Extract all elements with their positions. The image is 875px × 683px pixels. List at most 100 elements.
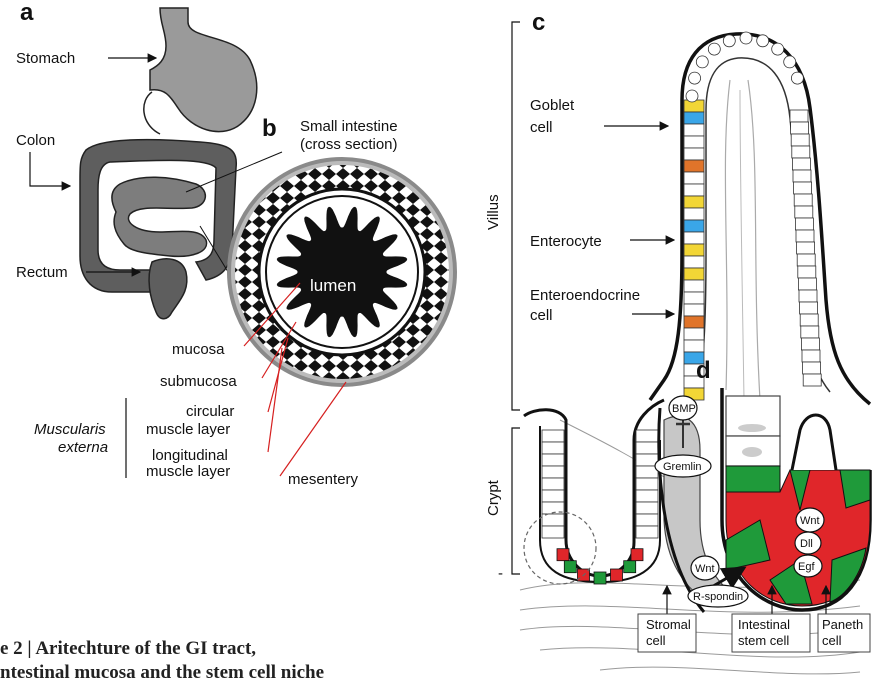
- stromal-label-2: cell: [646, 633, 666, 648]
- longitudinal-label-1: longitudinal: [152, 447, 228, 464]
- goblet-label-2: cell: [530, 119, 553, 136]
- stomach-label: Stomach: [16, 50, 75, 67]
- epithelial-cell: [684, 136, 704, 148]
- cross-section: [229, 159, 455, 385]
- enteroendocrine-label-1: Enteroendocrine: [530, 287, 640, 304]
- crypt-tick: -: [498, 565, 503, 582]
- epithelial-cell: [794, 194, 812, 206]
- bmp-label: BMP: [672, 403, 696, 415]
- crypt-cell: [636, 502, 658, 514]
- epithelial-cell: [796, 230, 814, 242]
- epithelial-cell: [802, 350, 820, 362]
- paneth-label-1: Paneth: [822, 617, 863, 632]
- epithelial-cell: [723, 35, 735, 47]
- epithelial-cell: [795, 206, 813, 218]
- epithelial-cell: [684, 292, 704, 304]
- rectum-shape: [149, 259, 187, 319]
- submucosa-label: submucosa: [160, 373, 237, 390]
- stromal-label-1: Stromal: [646, 617, 691, 632]
- isc-label-1: Intestinal: [738, 617, 790, 632]
- panel-b-letter: b: [262, 115, 277, 142]
- paneth-cell: [611, 569, 623, 581]
- circular-label-1: circular: [186, 403, 234, 420]
- epithelial-cell: [797, 254, 815, 266]
- wnt-right-label: Wnt: [800, 515, 820, 527]
- epithelial-cell: [684, 244, 704, 256]
- epithelial-cell: [684, 316, 704, 328]
- panel-d-letter: d: [696, 357, 711, 384]
- niche-zoom: [659, 388, 870, 612]
- molecule-wnt-left: Wnt: [691, 556, 719, 580]
- crypt-cell: [542, 490, 564, 502]
- epithelial-cell: [798, 278, 816, 290]
- externa-label: externa: [58, 439, 108, 456]
- mucosa-label: mucosa: [172, 341, 225, 358]
- epithelial-cell: [800, 314, 818, 326]
- epithelial-cell: [684, 124, 704, 136]
- stem-cell: [564, 561, 576, 573]
- epithelial-cell: [684, 220, 704, 232]
- wnt-left-label: Wnt: [695, 563, 715, 575]
- paneth-label-2: cell: [822, 633, 842, 648]
- panel-a-letter: a: [20, 0, 34, 26]
- crypt-cell: [636, 526, 658, 538]
- epithelial-cell: [795, 218, 813, 230]
- epithelial-cell: [684, 208, 704, 220]
- epithelial-cell: [684, 172, 704, 184]
- epithelial-cell: [784, 56, 796, 68]
- epithelial-cell: [794, 182, 812, 194]
- stem-cell: [624, 561, 636, 573]
- epithelial-cell: [757, 35, 769, 47]
- epithelial-cell: [798, 266, 816, 278]
- crypt: [524, 400, 664, 584]
- molecule-dll: Dll: [795, 532, 821, 554]
- epithelial-cell: [684, 232, 704, 244]
- crypt-cell: [636, 430, 658, 442]
- epithelial-cell: [684, 304, 704, 316]
- epithelial-cell: [689, 72, 701, 84]
- epithelial-cell: [793, 170, 811, 182]
- epithelial-cell: [684, 196, 704, 208]
- goblet-label-1: Goblet: [530, 97, 575, 114]
- epithelial-cell: [696, 56, 708, 68]
- epithelial-cell: [803, 362, 821, 374]
- colon-label: Colon: [16, 132, 55, 149]
- cross-section-subtitle: (cross section): [300, 136, 398, 153]
- villus-outline: [650, 34, 870, 404]
- enteroendocrine-label-2: cell: [530, 307, 553, 324]
- isc-label-2: stem cell: [738, 633, 789, 648]
- epithelial-cell: [684, 184, 704, 196]
- epithelial-cell: [790, 110, 808, 122]
- crypt-cell: [636, 490, 658, 502]
- small-intestine-title: Small intestine: [300, 118, 398, 135]
- epithelial-cell: [684, 148, 704, 160]
- epithelial-cell: [800, 302, 818, 314]
- crypt-cell: [542, 430, 564, 442]
- epithelial-cell: [799, 290, 817, 302]
- crypt-cell: [542, 526, 564, 538]
- crypt-cell: [542, 442, 564, 454]
- epithelial-cell: [801, 326, 819, 338]
- villus-cells: [684, 32, 821, 400]
- crypt-cell: [636, 478, 658, 490]
- caption-line-1: e 2 | Aritechture of the GI tract,: [0, 638, 256, 659]
- molecule-egf: Egf: [794, 555, 822, 577]
- epithelial-cell: [684, 256, 704, 268]
- epithelial-cell: [792, 158, 810, 170]
- paneth-cell: [557, 549, 569, 561]
- epithelial-cell: [803, 374, 821, 386]
- egf-label: Egf: [798, 561, 815, 573]
- epithelial-cell: [772, 43, 784, 55]
- stem-cell-box: Intestinal stem cell: [732, 614, 810, 652]
- epithelial-cell: [801, 338, 819, 350]
- crypt-cell: [542, 478, 564, 490]
- muscularis-label: Muscularis: [34, 421, 106, 438]
- enterocyte-label: Enterocyte: [530, 233, 602, 250]
- epithelial-cell: [686, 90, 698, 102]
- mesentery-label: mesentery: [288, 471, 359, 488]
- panel-c-letter: c: [532, 9, 545, 36]
- molecule-wnt-right: Wnt: [796, 508, 824, 532]
- epithelial-cell: [740, 32, 752, 44]
- epithelial-cell: [684, 160, 704, 172]
- crypt-cell: [636, 514, 658, 526]
